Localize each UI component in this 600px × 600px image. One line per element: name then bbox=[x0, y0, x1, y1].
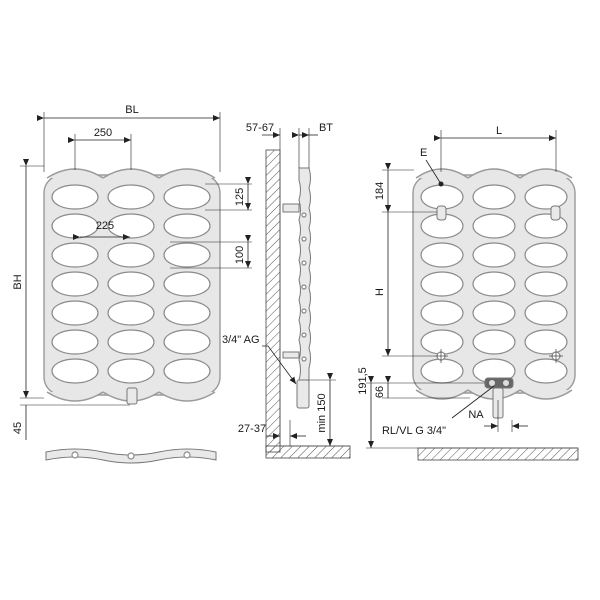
radiator-hole bbox=[420, 358, 464, 384]
h-dimension-label: H bbox=[374, 288, 386, 296]
front-holes bbox=[51, 184, 211, 384]
radiator-hole bbox=[51, 242, 99, 268]
bottom-45-label: 45 bbox=[12, 422, 24, 434]
radiator-hole bbox=[107, 300, 155, 326]
marker-right bbox=[549, 349, 563, 363]
distance-57-67-label: 57-67 bbox=[246, 122, 274, 134]
radiator-hole bbox=[107, 184, 155, 210]
radiator-hole bbox=[524, 329, 568, 355]
radiator-hole bbox=[51, 329, 99, 355]
side-wall bbox=[265, 149, 281, 453]
radiator-hole bbox=[420, 300, 464, 326]
bottom-66-label: 66 bbox=[374, 386, 386, 398]
radiator-hole bbox=[524, 242, 568, 268]
top-184-label: 184 bbox=[374, 182, 386, 200]
front-lobes-top bbox=[46, 168, 216, 179]
radiator-hole bbox=[51, 184, 99, 210]
radiator-hole bbox=[163, 184, 211, 210]
radiator-hole bbox=[472, 242, 516, 268]
radiator-hole bbox=[420, 329, 464, 355]
radiator-hole bbox=[107, 242, 155, 268]
bt-dimension-label: BT bbox=[319, 122, 333, 134]
bracket-left-top bbox=[436, 205, 447, 221]
radiator-hole bbox=[107, 358, 155, 384]
rear-floor bbox=[417, 447, 579, 461]
side-view: 57-67 BT 3/4" AG min 150 27-37 bbox=[222, 122, 351, 459]
radiator-hole bbox=[107, 271, 155, 297]
radiator-hole bbox=[524, 271, 568, 297]
radiator-hole bbox=[163, 242, 211, 268]
radiator-hole bbox=[472, 271, 516, 297]
radiator-hole bbox=[163, 329, 211, 355]
bh-dimension-label: BH bbox=[12, 274, 24, 289]
radiator-hole bbox=[420, 242, 464, 268]
radiator-hole bbox=[163, 213, 211, 239]
na-label: NA bbox=[468, 409, 484, 421]
gap-125-label: 125 bbox=[234, 188, 246, 206]
floor-gap-27-37-label: 27-37 bbox=[238, 423, 266, 435]
side-profile-dot bbox=[301, 284, 307, 290]
radiator-hole bbox=[524, 300, 568, 326]
radiator-hole bbox=[420, 271, 464, 297]
marker-left bbox=[434, 349, 448, 363]
min-150-label: min 150 bbox=[316, 393, 328, 432]
side-profile-dot bbox=[301, 332, 307, 338]
l-dimension-label: L bbox=[496, 125, 502, 137]
side-profile-dot bbox=[301, 212, 307, 218]
side-bracket-bottom bbox=[282, 351, 300, 359]
radiator-hole bbox=[472, 184, 516, 210]
side-profile-dot bbox=[301, 356, 307, 362]
radiator-hole bbox=[163, 300, 211, 326]
radiator-hole bbox=[107, 329, 155, 355]
radiator-hole bbox=[420, 184, 464, 210]
pitch-250-label: 250 bbox=[94, 127, 112, 139]
rear-view: L E 184 H 191,5 66 NA RL/VL G 3/4" bbox=[357, 125, 579, 461]
radiator-hole bbox=[472, 300, 516, 326]
front-lobes-bottom bbox=[46, 391, 216, 402]
radiator-hole bbox=[163, 271, 211, 297]
radiator-hole bbox=[472, 213, 516, 239]
side-dots bbox=[301, 212, 307, 362]
radiator-hole bbox=[524, 358, 568, 384]
radiator-hole bbox=[51, 213, 99, 239]
side-bracket-top bbox=[282, 203, 300, 213]
front-view: BL 250 225 BH 45 125 100 bbox=[12, 104, 252, 464]
rear-holes bbox=[420, 184, 568, 384]
side-valve bbox=[296, 379, 310, 409]
front-plan-strip bbox=[45, 448, 217, 464]
rear-radiator-body bbox=[412, 168, 576, 400]
side-profile-dot bbox=[301, 236, 307, 242]
radiator-hole bbox=[472, 329, 516, 355]
side-floor bbox=[265, 445, 351, 459]
front-radiator-body bbox=[43, 168, 221, 402]
connection-ag-label: 3/4" AG bbox=[222, 334, 260, 346]
radiator-hole bbox=[107, 213, 155, 239]
rlvl-label: RL/VL G 3/4" bbox=[382, 425, 446, 437]
side-profile-dot bbox=[301, 260, 307, 266]
radiator-hole bbox=[524, 213, 568, 239]
bracket-right-top bbox=[550, 205, 561, 221]
hole-225-label: 225 bbox=[96, 220, 114, 232]
front-valve bbox=[126, 387, 138, 405]
radiator-hole bbox=[51, 358, 99, 384]
radiator-hole bbox=[524, 184, 568, 210]
pitch-100-label: 100 bbox=[234, 246, 246, 264]
bl-dimension-label: BL bbox=[125, 104, 138, 116]
e-label: E bbox=[420, 147, 427, 159]
radiator-hole bbox=[163, 358, 211, 384]
radiator-hole bbox=[51, 300, 99, 326]
radiator-hole bbox=[51, 271, 99, 297]
side-profile-dot bbox=[301, 308, 307, 314]
side-radiator-profile bbox=[298, 167, 311, 381]
rear-connection-block bbox=[484, 377, 514, 419]
height-191-5-label: 191,5 bbox=[357, 367, 369, 395]
